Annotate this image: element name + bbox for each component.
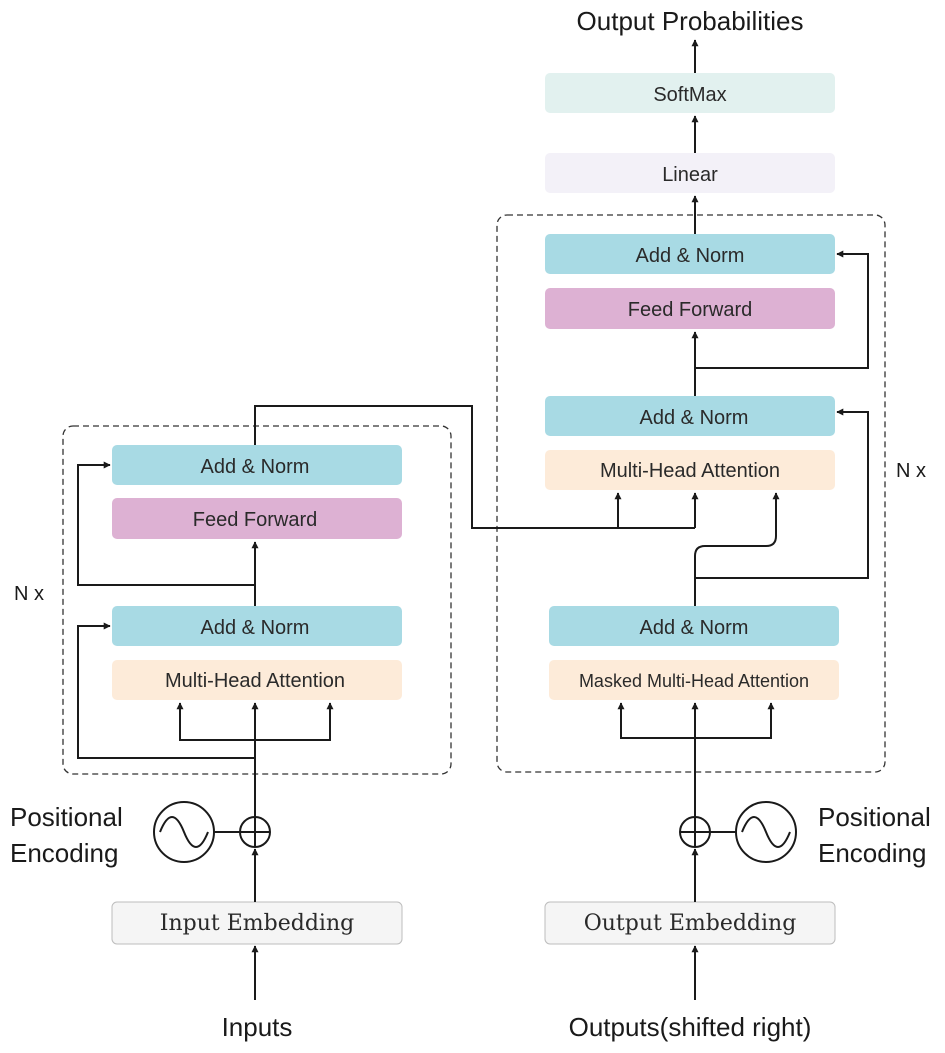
decoder-masked-attention-label: Masked Multi-Head Attention	[579, 671, 809, 691]
linear-box	[545, 153, 835, 193]
encoder-attention-label: Multi-Head Attention	[165, 670, 345, 692]
encoder-positional-encoding-label-line1: Positional	[10, 802, 123, 832]
decoder-positional-encoding-label-line2: Encoding	[818, 838, 926, 868]
decoder-add-norm-bottom-box	[549, 606, 839, 646]
decoder-masked-attention-box	[549, 660, 839, 700]
encoder-add-norm-top-box	[112, 445, 402, 485]
decoder-add-norm-middle-box	[545, 396, 835, 436]
decoder-add-norm-top-box	[545, 234, 835, 274]
encoder-add-norm-bottom-box	[112, 606, 402, 646]
decoder-add-norm-bottom-label: Add & Norm	[640, 617, 749, 639]
arrow-head-icon	[694, 492, 780, 606]
softmax-box	[545, 73, 835, 113]
encoder-connections	[77, 405, 695, 1000]
encoder-block-container	[62, 425, 452, 775]
encoder-add-circle-icon	[239, 816, 271, 848]
encoder-feed-forward-label: Feed Forward	[193, 509, 318, 531]
inputs-label: Inputs	[222, 1012, 293, 1042]
arrow-head-icon	[617, 702, 695, 739]
decoder-add-norm-top-label: Add & Norm	[636, 245, 745, 267]
arrow-head-icon	[695, 408, 869, 579]
output-probabilities-label: Output Probabilities	[577, 6, 804, 36]
output-embedding-label: Output Embedding	[584, 911, 797, 936]
encoder-attention-box	[112, 660, 402, 700]
decoder-feed-forward-label: Feed Forward	[628, 299, 753, 321]
arrow-head-icon	[255, 702, 334, 741]
softmax-label: SoftMax	[653, 84, 726, 106]
arrow-head-icon	[77, 622, 255, 759]
encoder-add-norm-top-label: Add & Norm	[201, 456, 310, 478]
decoder-connections	[614, 39, 869, 1000]
arrow-head-icon	[695, 702, 775, 739]
decoder-cross-attention-label: Multi-Head Attention	[600, 460, 780, 482]
outputs-label: Outputs(shifted right)	[569, 1012, 812, 1042]
decoder-repeat-label: N x	[896, 460, 926, 482]
decoder-sine-wave-icon	[735, 801, 797, 863]
arrow-head-icon	[176, 702, 255, 741]
decoder-add-norm-middle-label: Add & Norm	[640, 407, 749, 429]
output-embedding-box	[544, 901, 836, 945]
decoder-positional-encoding-label-line1: Positional	[818, 802, 931, 832]
encoder-repeat-label: N x	[14, 583, 44, 605]
encoder-add-norm-bottom-label: Add & Norm	[201, 617, 310, 639]
arrow-head-icon	[695, 250, 869, 369]
decoder-feed-forward-box	[545, 288, 835, 329]
input-embedding-label: Input Embedding	[160, 911, 354, 936]
encoder-positional-encoding-label-line2: Encoding	[10, 838, 118, 868]
encoder-sine-wave-icon	[153, 801, 215, 863]
decoder-block-container	[496, 214, 886, 773]
decoder-cross-attention-box	[545, 450, 835, 490]
input-embedding-box	[111, 901, 403, 945]
encoder-feed-forward-box	[112, 498, 402, 539]
arrow-head-icon	[77, 461, 255, 586]
decoder-add-circle-icon	[679, 816, 711, 848]
linear-label: Linear	[662, 164, 718, 186]
